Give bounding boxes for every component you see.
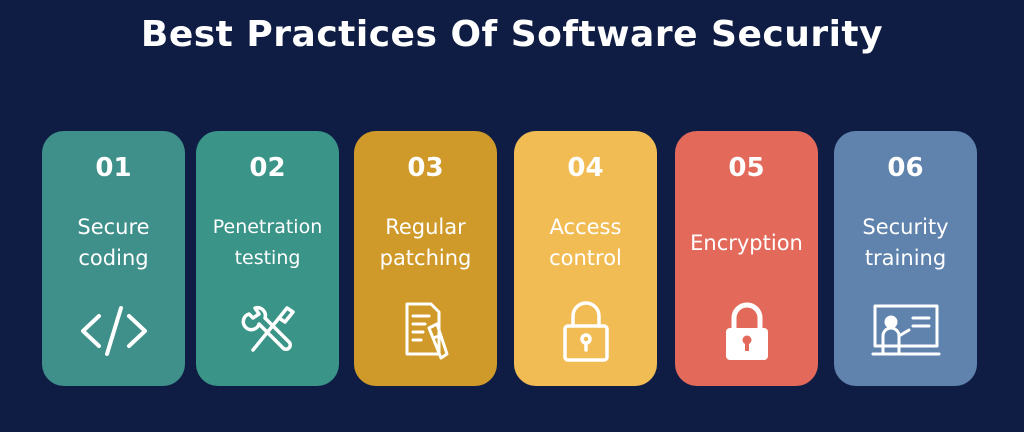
card-label: Encryption <box>690 230 803 255</box>
card-label: Access control <box>549 215 622 270</box>
card-number: 04 <box>567 153 604 183</box>
page-title: Best Practices Of Software Security <box>140 14 884 55</box>
lock-solid-icon <box>675 296 818 366</box>
card-label: Secure coding <box>77 215 150 270</box>
practice-card-security-training: 06 Security training <box>834 131 977 386</box>
card-label: Regular patching <box>379 215 472 270</box>
practice-card-penetration-testing: 02 Penetration testing <box>196 131 339 386</box>
practice-card-regular-patching: 03 Regular patching <box>354 131 497 386</box>
practice-card-encryption: 05 Encryption <box>675 131 818 386</box>
card-number: 05 <box>728 153 765 183</box>
lock-outline-icon <box>514 296 657 366</box>
card-number: 02 <box>249 153 286 183</box>
practice-card-secure-coding: 01 Secure coding <box>42 131 185 386</box>
document-pen-icon <box>354 296 497 366</box>
card-number: 06 <box>887 153 924 183</box>
practices-row: 01 Secure coding 02 Penetration testing … <box>42 131 984 386</box>
code-icon <box>42 296 185 366</box>
card-number: 03 <box>407 153 444 183</box>
card-number: 01 <box>95 153 132 183</box>
tools-icon <box>196 296 339 366</box>
card-label: Security training <box>862 215 949 270</box>
practice-card-access-control: 04 Access control <box>514 131 657 386</box>
presentation-board-icon <box>834 296 977 366</box>
card-label: Penetration testing <box>212 216 323 269</box>
